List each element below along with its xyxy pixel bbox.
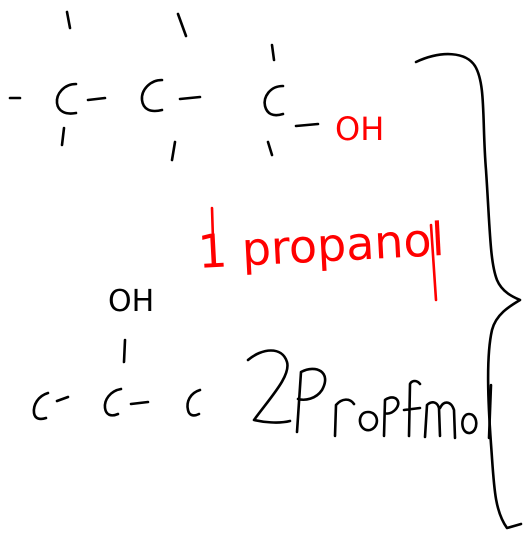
carbon-1-right-bond (86, 96, 107, 102)
propanol-1-structure: OH (8, 10, 384, 162)
carbon-3-bottom-bond (266, 140, 274, 157)
carbon-3-top-bond (270, 43, 276, 62)
propanol-2-word-strokes (295, 367, 493, 440)
name-1-trailing-bar (429, 223, 438, 302)
hydroxyl-label-1: OH (335, 110, 384, 148)
carbon-1-bottom-bond (60, 126, 66, 147)
carbon-1-symbol (55, 82, 78, 115)
carbon-3-right-bond (294, 122, 320, 128)
hydroxyl-bond-2 (122, 338, 127, 364)
propanol-1-name-label: 1 propanol (197, 212, 446, 279)
carbon-1-top-bond (65, 10, 72, 30)
carbon-3-symbol (263, 84, 285, 117)
numeral-2-stroke (246, 349, 292, 424)
carbon-2-right-bond (178, 95, 202, 101)
carbon-a-symbol (32, 391, 50, 421)
carbon-c-symbol (186, 388, 202, 417)
grouping-brace (414, 52, 523, 530)
carbon-2-top-bond (176, 12, 188, 38)
hydroxyl-label-2: OH (108, 284, 154, 319)
carbon-2-symbol (140, 78, 164, 113)
name-1-leading-bar (210, 206, 215, 242)
carbon-a-right-bond (55, 395, 70, 403)
propanol-2-structure: OH (32, 284, 493, 440)
carbon-b-symbol (103, 387, 123, 417)
carbon-b-right-bond (129, 400, 150, 406)
propanol-1-name: 1 propanol (197, 206, 446, 302)
carbon-2-bottom-bond (170, 140, 177, 162)
